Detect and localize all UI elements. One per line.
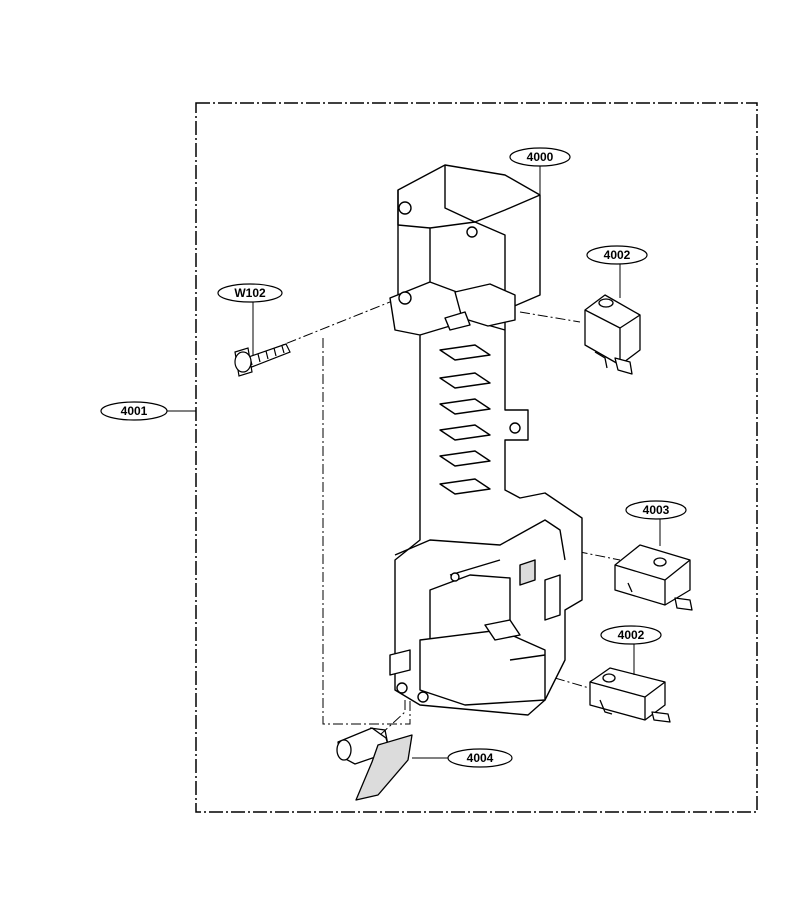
switch-frame — [389, 164, 583, 716]
callout-screw: W102 — [217, 283, 283, 303]
rib-slats — [439, 344, 491, 495]
callout-lever: 4004 — [447, 748, 513, 768]
label-switch-top: 4002 — [604, 248, 631, 262]
micro-switch-mid — [614, 544, 693, 611]
leader-lines — [167, 165, 661, 759]
lever-4004 — [336, 727, 413, 801]
label-frame: 4000 — [527, 150, 554, 164]
assembly-boundary — [195, 102, 758, 813]
label-lever: 4004 — [467, 751, 494, 765]
callout-switch-mid: 4003 — [625, 500, 687, 520]
label-screw: W102 — [234, 286, 266, 300]
label-assembly: 4001 — [121, 404, 148, 418]
callout-switch-low: 4002 — [600, 625, 662, 645]
callout-switch-top: 4002 — [586, 245, 648, 265]
micro-switch-low — [589, 667, 671, 723]
micro-switch-top — [584, 294, 641, 375]
screw-w102 — [234, 343, 291, 377]
callout-frame: 4000 — [509, 147, 571, 167]
callout-assembly: 4001 — [100, 401, 168, 421]
label-switch-low: 4002 — [618, 628, 645, 642]
label-switch-mid: 4003 — [643, 503, 670, 517]
